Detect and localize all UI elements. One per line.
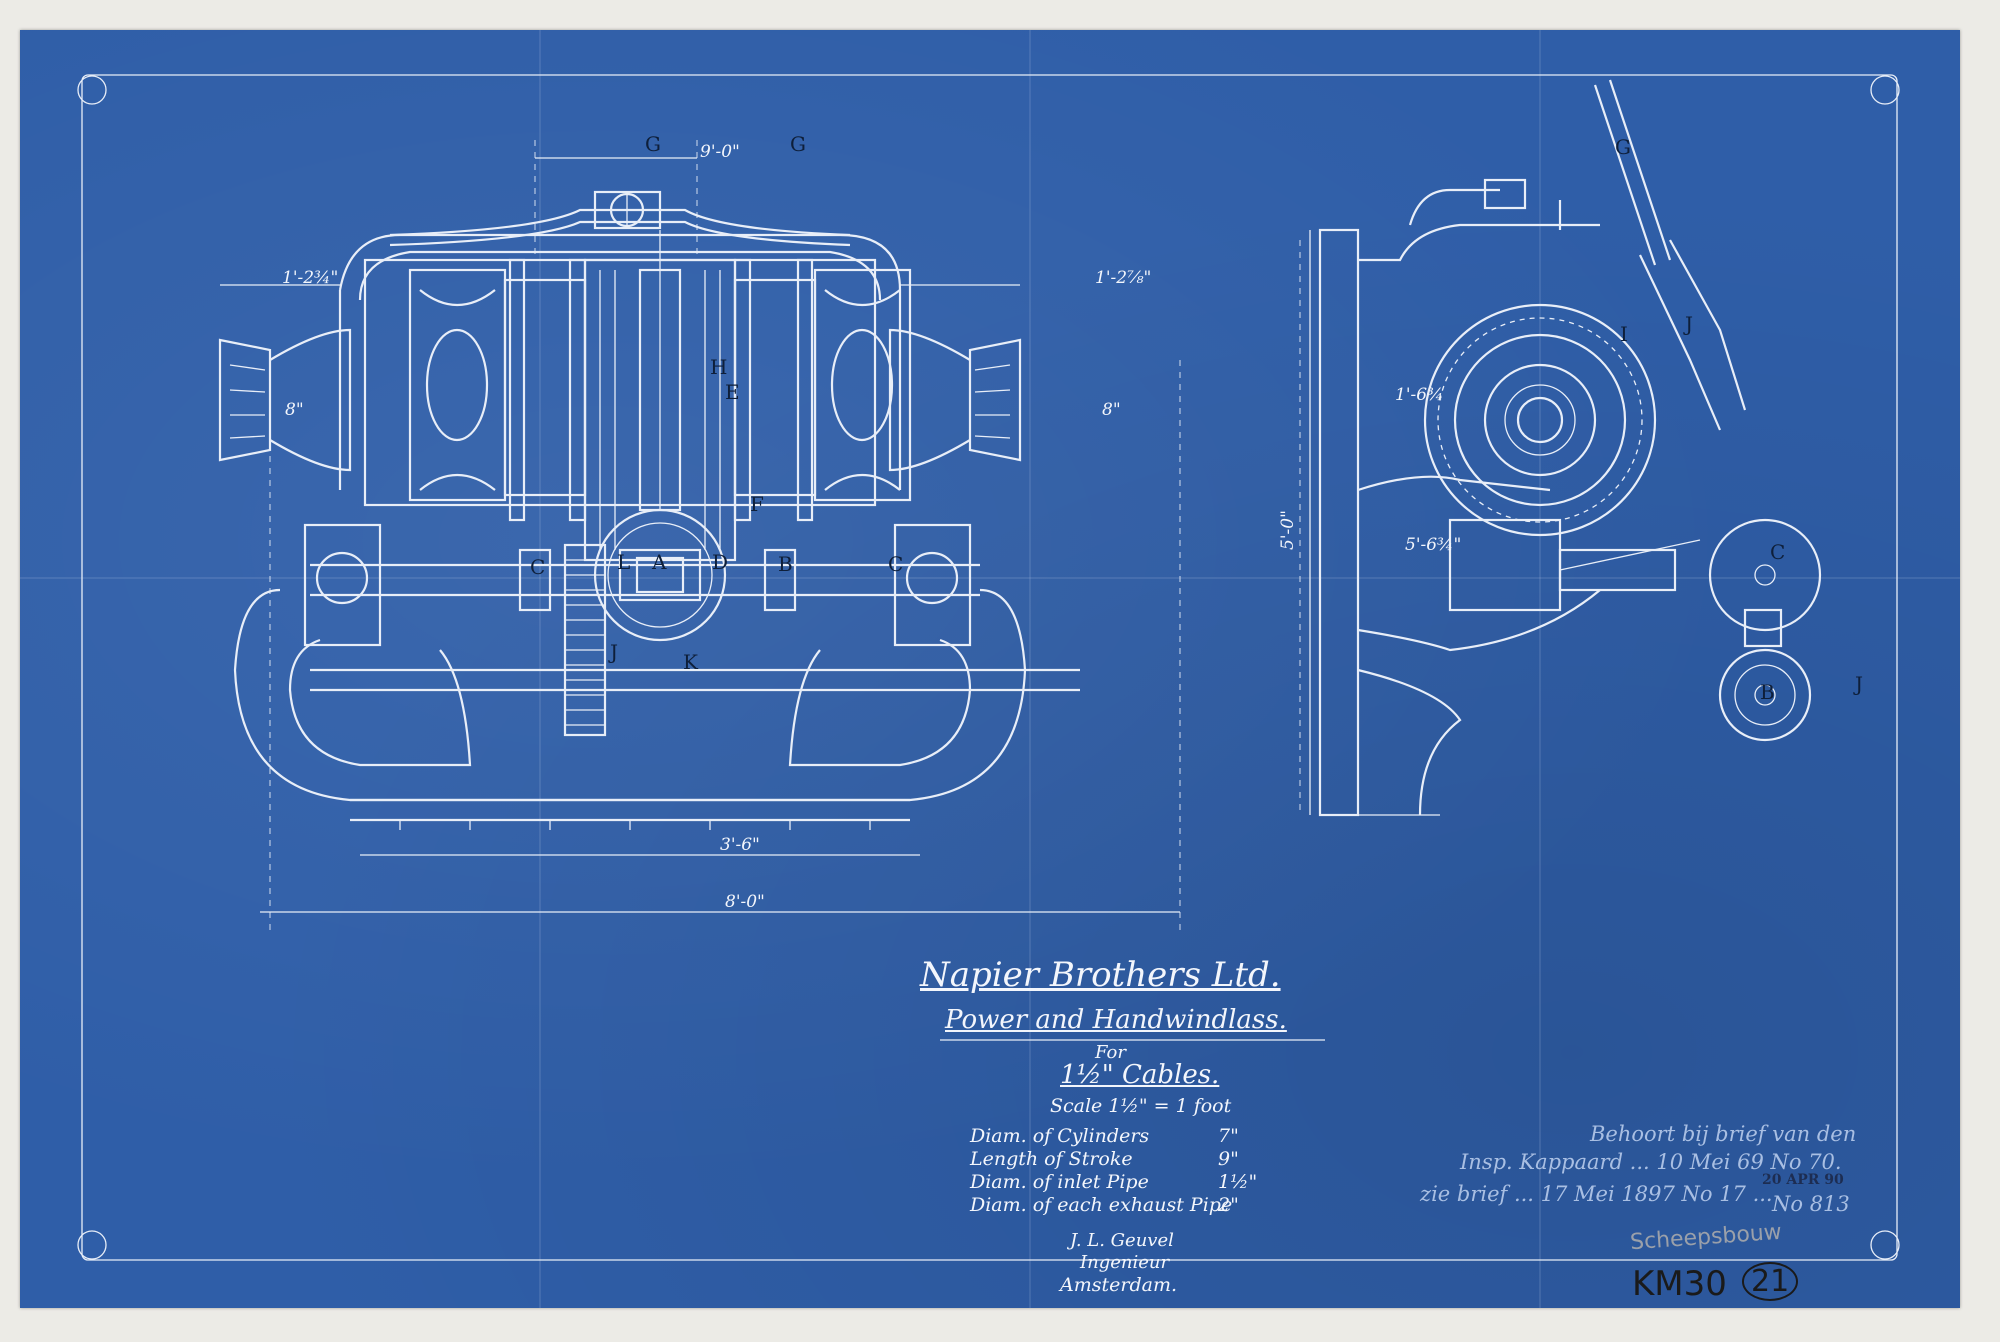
letter-g-right: G bbox=[790, 132, 806, 156]
letter-e: E bbox=[725, 380, 740, 404]
windlass-drawing bbox=[20, 30, 1960, 1308]
pencil-note: Behoort bij brief van den bbox=[1590, 1122, 1857, 1146]
dimension-barrel-right: 8" bbox=[1102, 400, 1121, 420]
engineer-role: Ingenieur bbox=[1080, 1252, 1170, 1273]
dimension-right-side: 1'-2⅞" bbox=[1095, 268, 1152, 288]
reference-number: No 813 bbox=[1772, 1192, 1850, 1216]
letter-k: K bbox=[683, 650, 698, 674]
dimension-barrel-left: 8" bbox=[285, 400, 304, 420]
spec-label: Diam. of Cylinders bbox=[970, 1125, 1150, 1147]
letter-a: A bbox=[652, 550, 667, 574]
letter-j: J bbox=[610, 640, 619, 664]
front-elevation bbox=[218, 140, 1181, 930]
letter-h: H bbox=[710, 355, 728, 379]
letter-side-g: G bbox=[1615, 135, 1631, 159]
pencil-note: Insp. Kappaard ... 10 Mei 69 No 70. bbox=[1460, 1150, 1842, 1174]
spec-value: 1½" bbox=[1218, 1171, 1258, 1193]
for-label: For bbox=[1095, 1042, 1126, 1063]
spec-label: Diam. of each exhaust Pipe bbox=[970, 1194, 1233, 1216]
dimension-side-lower: 5'-6¾" bbox=[1405, 535, 1462, 555]
border-frame bbox=[77, 74, 1900, 1261]
dimension-left-side: 1'-2¾" bbox=[282, 268, 339, 288]
archive-number: 21 bbox=[1742, 1262, 1799, 1301]
drawing-subject: Power and Handwindlass. bbox=[945, 1005, 1287, 1035]
side-elevation bbox=[1299, 79, 1822, 817]
letter-side-j: J bbox=[1685, 312, 1694, 336]
letter-side-i: I bbox=[1620, 322, 1628, 346]
blueprint-sheet: 9'-0" 1'-2¾" 1'-2⅞" 3'-6" 8'-0" 5'-0" 1'… bbox=[20, 30, 1960, 1308]
cables-label: 1½" Cables. bbox=[1060, 1060, 1220, 1090]
pencil-note: zie brief ... 17 Mei 1897 No 17 ... bbox=[1420, 1182, 1773, 1206]
spec-value: 7" bbox=[1218, 1125, 1239, 1147]
dimension-side-upper: 1'-6¾ bbox=[1395, 385, 1444, 405]
letter-l: L bbox=[617, 550, 631, 574]
letter-g-left: G bbox=[645, 132, 661, 156]
dimension-top: 9'-0" bbox=[700, 142, 740, 162]
dimension-height: 5'-0" bbox=[1277, 510, 1298, 550]
company-title: Napier Brothers Ltd. bbox=[920, 955, 1281, 995]
letter-side-c: C bbox=[1770, 540, 1786, 564]
dimension-bottom: 8'-0" bbox=[725, 892, 765, 912]
spec-label: Length of Stroke bbox=[970, 1148, 1133, 1170]
spec-value: 9" bbox=[1218, 1148, 1239, 1170]
letter-b: B bbox=[778, 552, 793, 576]
letter-c-left: C bbox=[530, 555, 546, 579]
spec-label: Diam. of inlet Pipe bbox=[970, 1171, 1149, 1193]
date-stamp: 20 APR 90 bbox=[1762, 1172, 1844, 1188]
letter-c-right: C bbox=[888, 552, 904, 576]
archive-code: KM30 bbox=[1632, 1264, 1727, 1304]
scale-label: Scale 1½" = 1 foot bbox=[1050, 1095, 1232, 1117]
engineer-name: J. L. Geuvel bbox=[1070, 1230, 1174, 1251]
engineer-place: Amsterdam. bbox=[1060, 1274, 1177, 1296]
letter-f: F bbox=[750, 492, 764, 516]
letter-d: D bbox=[712, 550, 729, 574]
letter-side-j2: J bbox=[1855, 672, 1864, 696]
letter-side-b: B bbox=[1760, 680, 1775, 704]
spec-value: 2" bbox=[1218, 1194, 1239, 1216]
dimension-mid: 3'-6" bbox=[720, 835, 760, 855]
